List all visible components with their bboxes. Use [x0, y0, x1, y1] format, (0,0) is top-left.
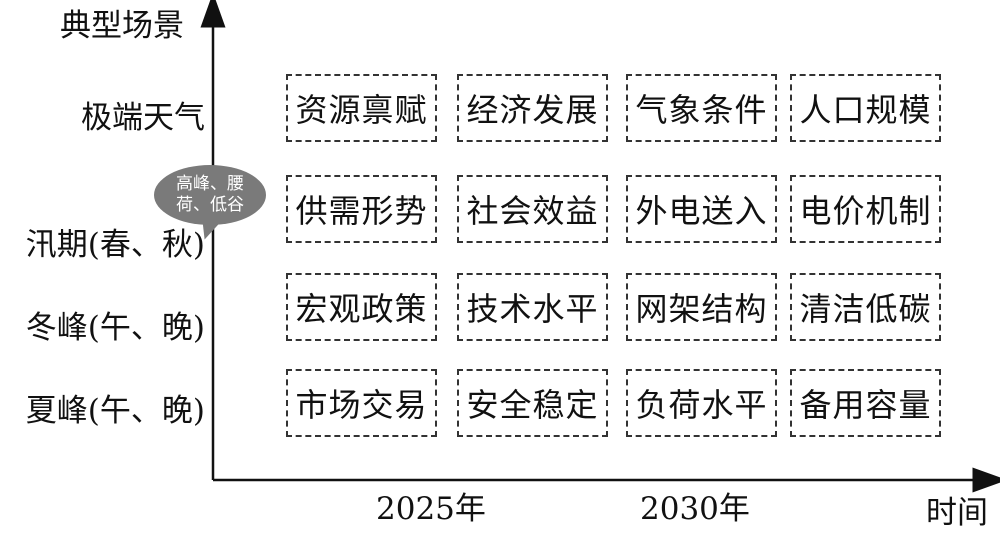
factor-box: 备用容量 — [790, 369, 941, 437]
year-label-2025: 2025年 — [376, 491, 486, 527]
x-axis-title: 时间 — [926, 495, 988, 531]
callout-line-1: 高峰、腰 — [176, 174, 244, 194]
factor-box: 安全稳定 — [457, 369, 608, 437]
factor-box: 资源禀赋 — [286, 74, 437, 142]
callout-line-2: 荷、低谷 — [176, 195, 244, 215]
factor-box: 人口规模 — [790, 74, 941, 142]
load-period-callout: 高峰、腰 荷、低谷 — [154, 165, 266, 225]
y-axis-title: 典型场景 — [60, 8, 184, 44]
factor-box: 外电送入 — [626, 175, 777, 243]
scenario-label-extreme-weather: 极端天气 — [81, 100, 205, 136]
factor-box: 供需形势 — [286, 175, 437, 243]
year-label-2030: 2030年 — [640, 491, 750, 527]
scenario-label-winter-peak: 冬峰(午、晚) — [25, 310, 205, 346]
factor-box: 电价机制 — [790, 175, 941, 243]
scenario-label-summer-peak: 夏峰(午、晚) — [25, 393, 205, 429]
factor-box: 社会效益 — [457, 175, 608, 243]
scenario-label-flood-season: 汛期(春、秋) — [25, 227, 205, 263]
factor-box: 宏观政策 — [286, 273, 437, 341]
factor-box: 负荷水平 — [626, 369, 777, 437]
factor-box: 清洁低碳 — [790, 273, 941, 341]
factor-box: 网架结构 — [626, 273, 777, 341]
factor-box: 经济发展 — [457, 74, 608, 142]
factor-box: 市场交易 — [286, 369, 437, 437]
factor-box: 技术水平 — [457, 273, 608, 341]
factor-box: 气象条件 — [626, 74, 777, 142]
